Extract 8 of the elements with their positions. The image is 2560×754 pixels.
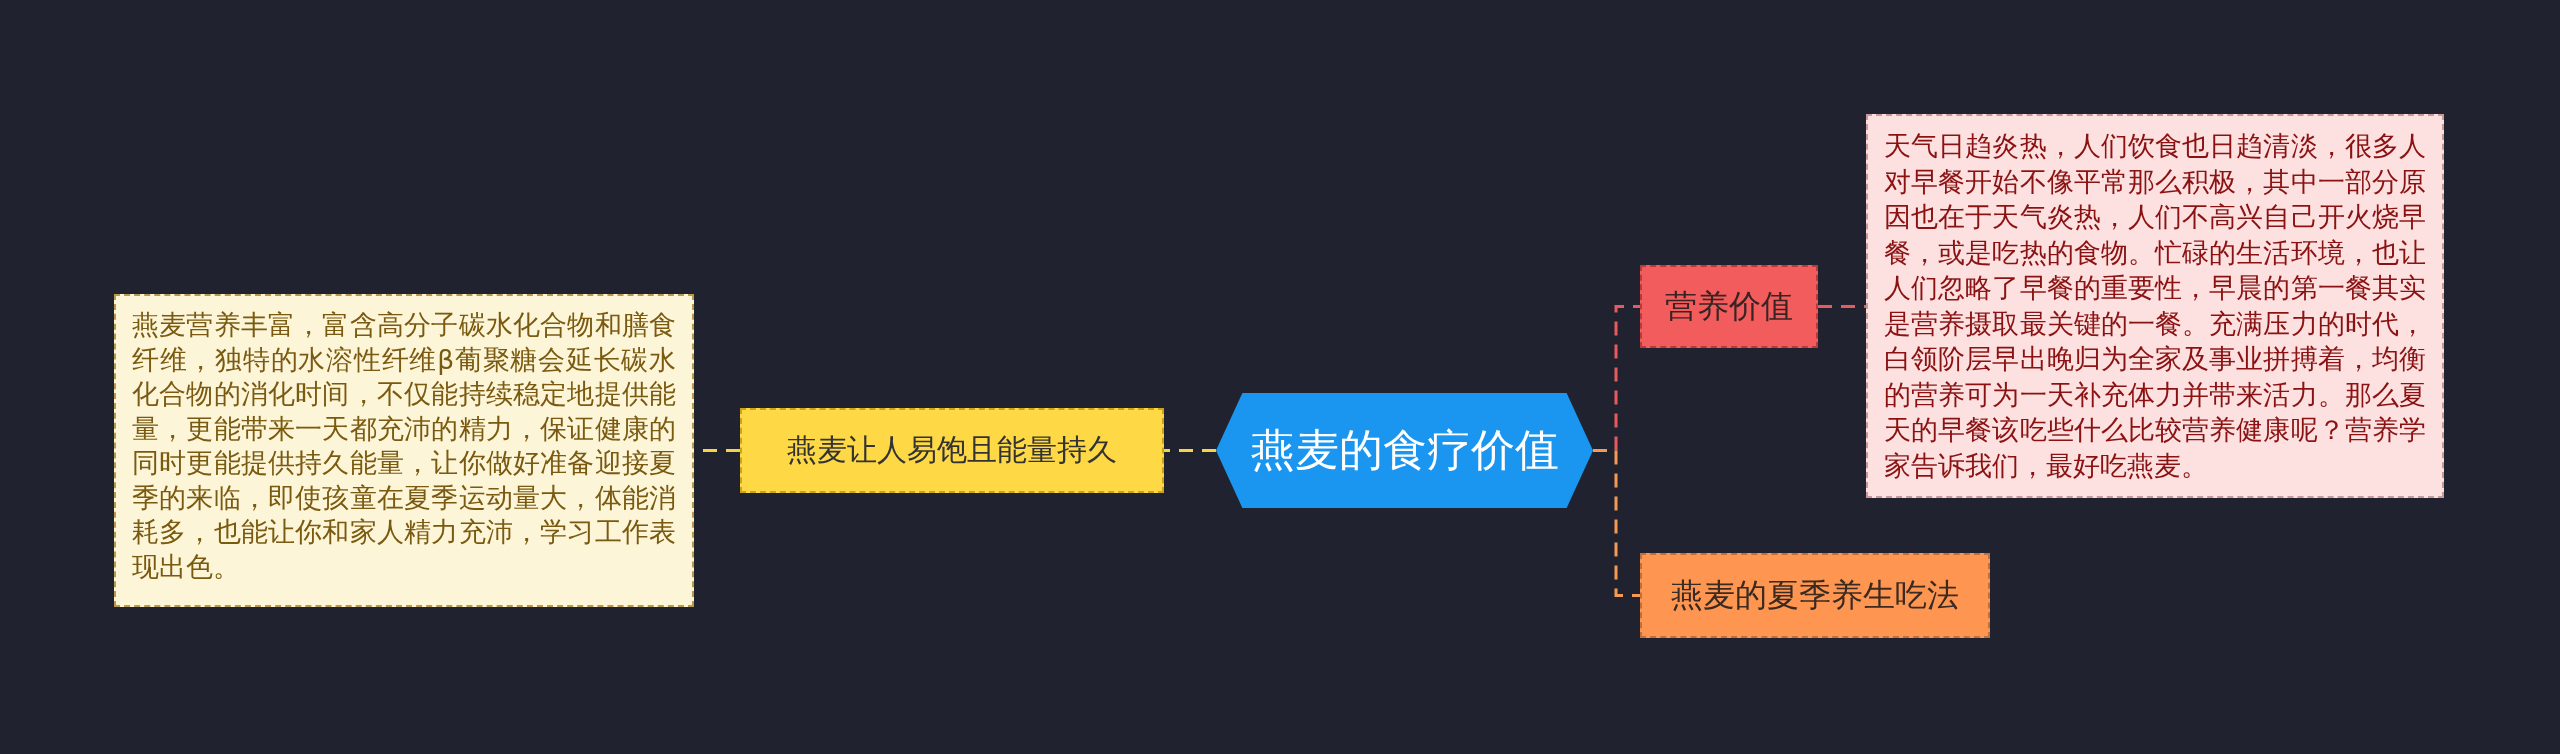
text-card: 天气日趋炎热，人们饮食也日趋清淡，很多人对早餐开始不像平常那么积极，其中一部分原因也在于天气炎热，人们不高兴自己开火烧早餐，或是吃热的食物。忙碌的生活环境，也让人们忽略了早餐的重要性，早晨的第一餐其实是营养摄取最关键的一餐。充满压力的时代，白领阶层早出晚归为全家及事业拼搏着，均衡的营养可为一天补充体力并带来活力。那么夏天的早餐该吃些什么比较营养健康呢？营养学家告诉我们，最好吃燕麦。 — [1866, 114, 2444, 498]
text-card: 燕麦营养丰富，富含高分子碳水化合物和膳食纤维，独特的水溶性纤维β葡聚糖会延长碳水化合物的消化时间，不仅能持续稳定地提供能量，更能带来一天都充沛的精力，保证健康的同时更能提供持久能量，让你做好准备迎接夏季的来临，即使孩童在夏季运动量大，体能消耗多，也能让你和家人精力充沛，学习工作表现出色。 — [114, 294, 694, 607]
topic-box: 营养价值 — [1640, 265, 1818, 348]
connector-line — [1593, 449, 1640, 597]
connector-line — [1164, 449, 1216, 452]
topic-box: 燕麦让人易饱且能量持久 — [740, 408, 1164, 493]
connector-line — [1818, 305, 1866, 308]
topic-box: 燕麦的夏季养生吃法 — [1640, 553, 1990, 638]
